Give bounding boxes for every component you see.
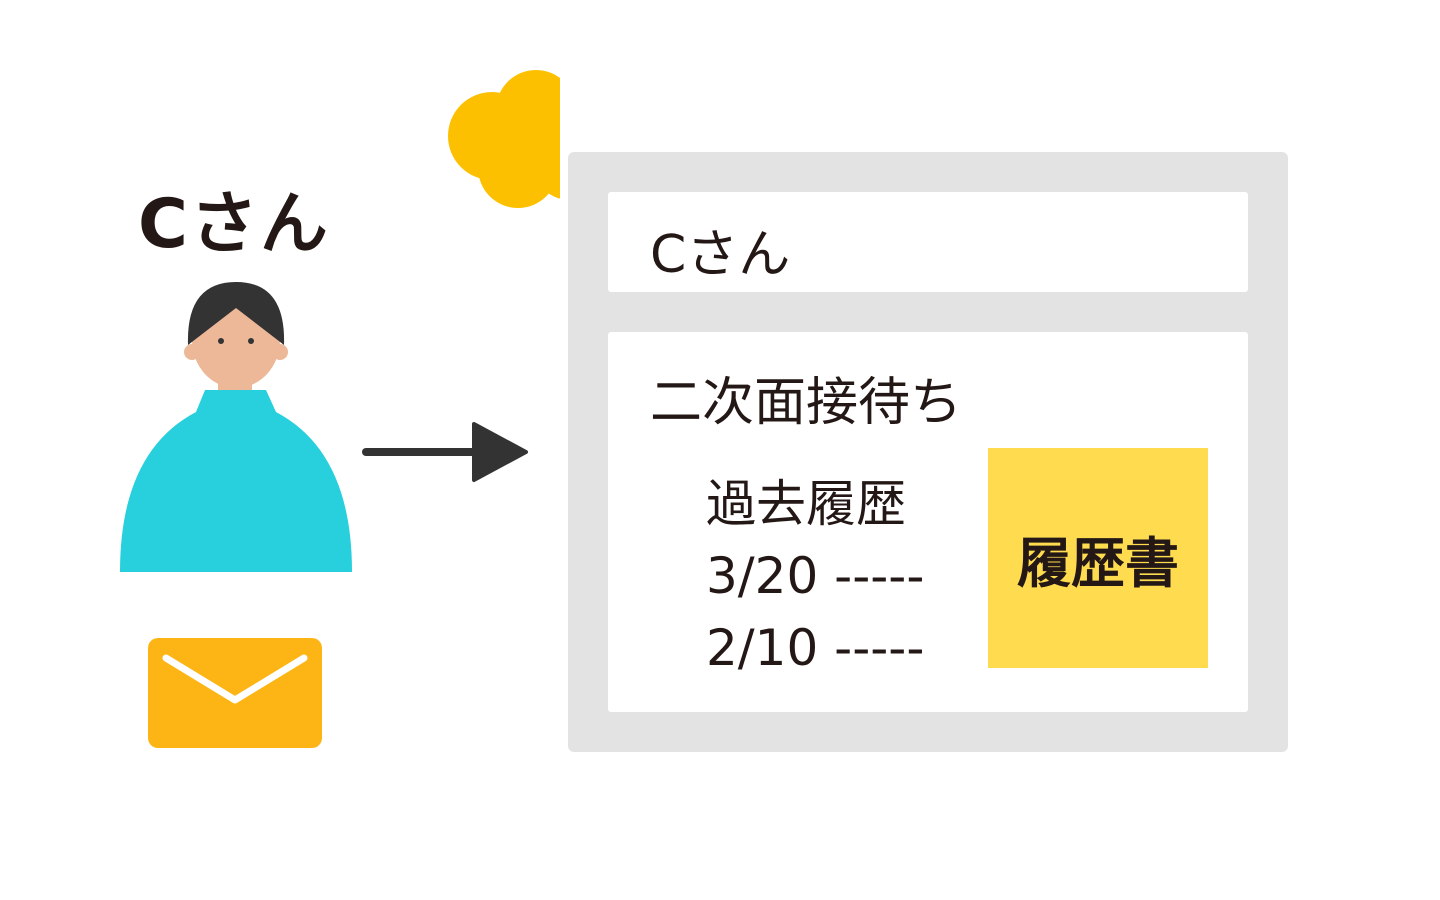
arrow-right-icon: [362, 422, 528, 482]
resume-label: 履歴書: [1017, 531, 1179, 595]
history-item: 3/20 -----: [706, 547, 925, 605]
person-illustration: [120, 70, 560, 572]
person-icon: [120, 282, 352, 572]
person-name-label: Cさん: [138, 185, 330, 264]
history-list: 過去履歴 3/20 ----- 2/10 -----: [706, 468, 924, 684]
status-text: 二次面接待ち: [650, 373, 963, 433]
history-item: 2/10 -----: [706, 619, 925, 677]
candidate-name-field: Cさん: [608, 192, 1248, 292]
mail-envelope-icon: [148, 638, 322, 748]
history-title: 過去履歴: [706, 475, 906, 533]
candidate-name: Cさん: [650, 225, 791, 285]
resume-note: 履歴書: [988, 448, 1208, 668]
cloud-thought-icon: [448, 70, 560, 208]
